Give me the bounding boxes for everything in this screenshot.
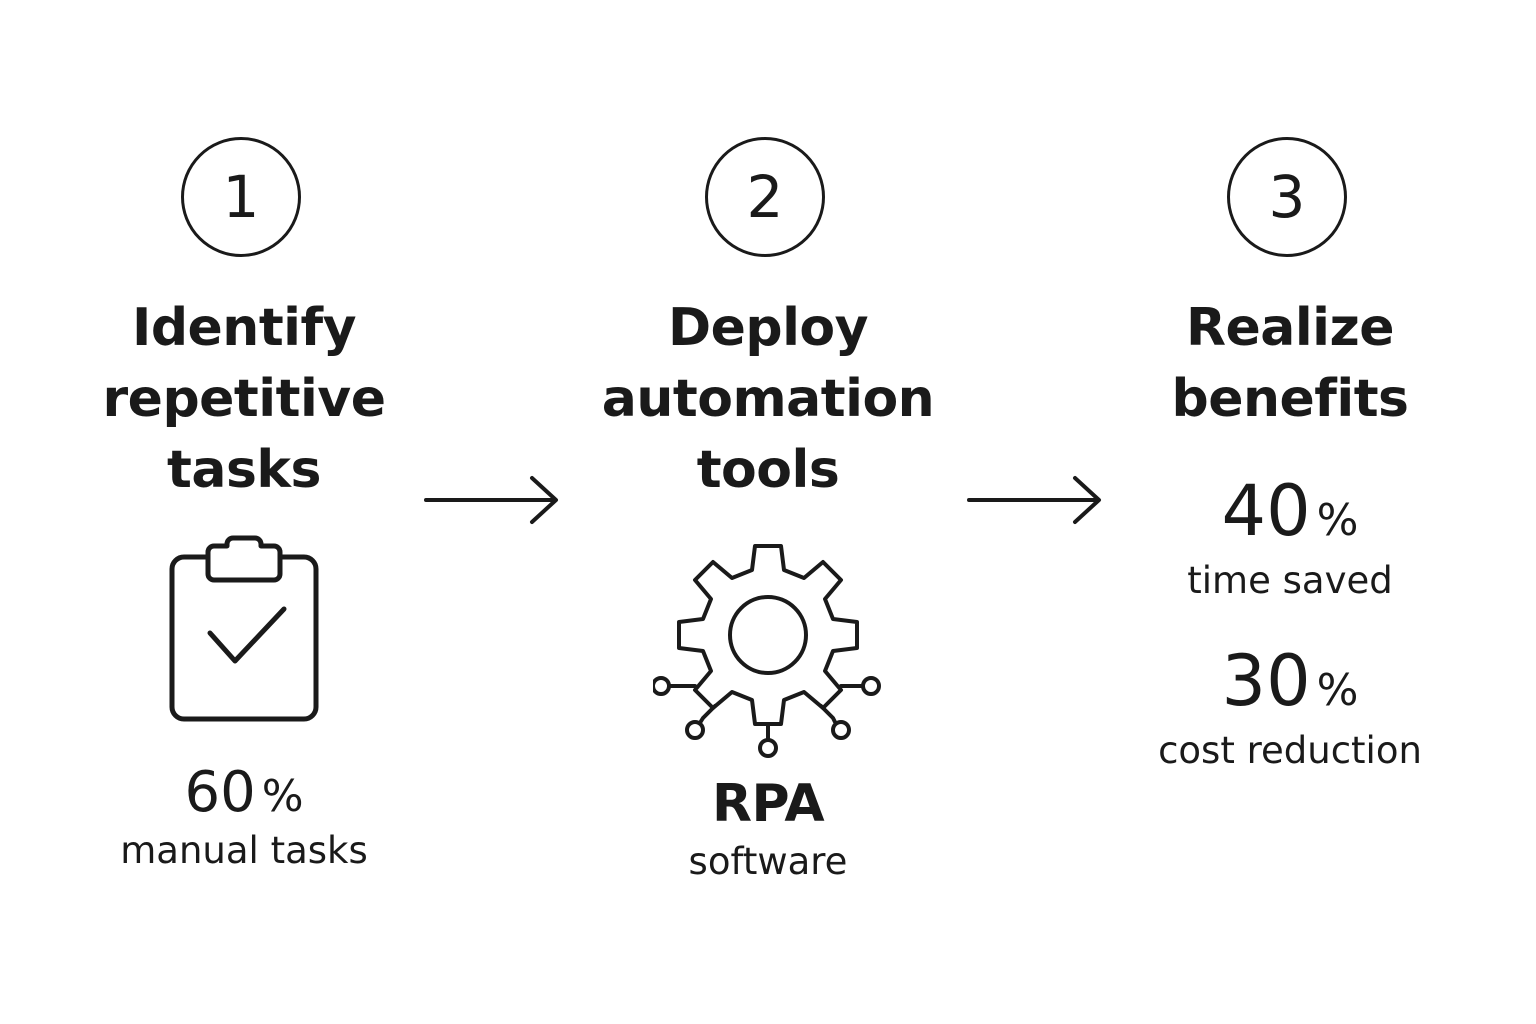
step-2-title: Deploy automation tools [568, 293, 968, 506]
arrow-right-icon [967, 476, 1101, 524]
step-number-1: 1 [181, 137, 301, 257]
stat-unit: % [261, 771, 304, 822]
stat-time-saved-label: time saved [1187, 559, 1393, 602]
step-number-3: 3 [1227, 137, 1347, 257]
gear-circuit-icon [653, 544, 881, 758]
stat-number: 40 [1221, 470, 1311, 552]
step-3-title-line-2: benefits [1171, 369, 1409, 429]
step-3-title-line-1: Realize [1185, 298, 1395, 358]
stat-cost-reduction-value: 30% [1090, 646, 1490, 716]
clipboard-check-icon [169, 535, 319, 722]
step-3-title: Realize benefits [1090, 293, 1490, 435]
stat-unit: % [1316, 495, 1359, 546]
step-1-title-line-1: Identify [131, 298, 357, 358]
step-2-title-line-2: automation [601, 369, 935, 429]
stat-number: 30 [1221, 640, 1311, 722]
stat-number: 60 [184, 760, 256, 825]
stat-cost-reduction-label: cost reduction [1158, 729, 1422, 772]
stat-time-saved-value: 40% [1090, 476, 1490, 546]
step-number-2: 2 [705, 137, 825, 257]
rpa-label: RPA [711, 774, 825, 834]
stat-manual-tasks-label: manual tasks [120, 829, 368, 872]
stat-unit: % [1316, 665, 1359, 716]
rpa-sublabel: software [688, 840, 848, 883]
step-1-title: Identify repetitive tasks [44, 293, 444, 506]
step-2-title-line-3: tools [696, 440, 840, 500]
stat-manual-tasks-value: 60% [44, 765, 444, 821]
step-1-title-line-2: repetitive [102, 369, 386, 429]
step-1-title-line-3: tasks [167, 440, 321, 500]
arrow-right-icon [424, 476, 558, 524]
step-2-title-line-1: Deploy [667, 298, 869, 358]
